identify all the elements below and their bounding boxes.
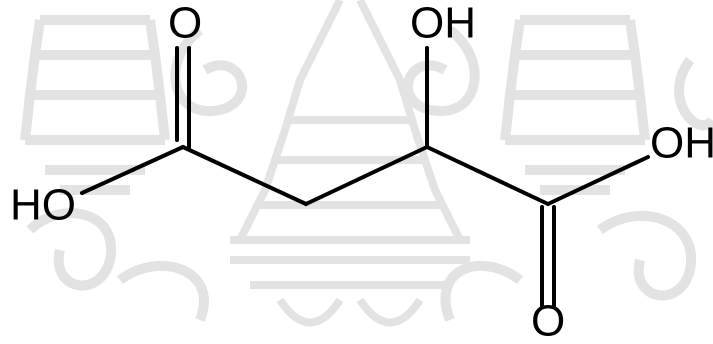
bond-c4-oh [546,155,650,206]
watermark-pagoda-left [20,15,170,195]
atom-labels: O OH HO OH O [10,0,713,344]
watermark-swirl-right [403,26,713,322]
atom-label-oh-top: OH [410,0,476,48]
atom-label-ho-left: HO [10,181,76,230]
bond-c1-c2 [181,145,308,206]
watermark-spire [230,0,470,244]
watermark-pagoda-right [500,15,650,195]
atom-label-oh-right: OH [650,119,713,168]
bond-c2-c3 [304,145,429,206]
bond-skeleton [80,46,650,308]
atom-label-o-top: O [168,0,202,48]
watermark-emblem [20,0,713,327]
atom-label-o-bottom: O [531,297,565,344]
bond-c3-c4 [425,145,550,206]
watermark-base [230,256,470,327]
bond-ho-c1 [80,145,185,195]
